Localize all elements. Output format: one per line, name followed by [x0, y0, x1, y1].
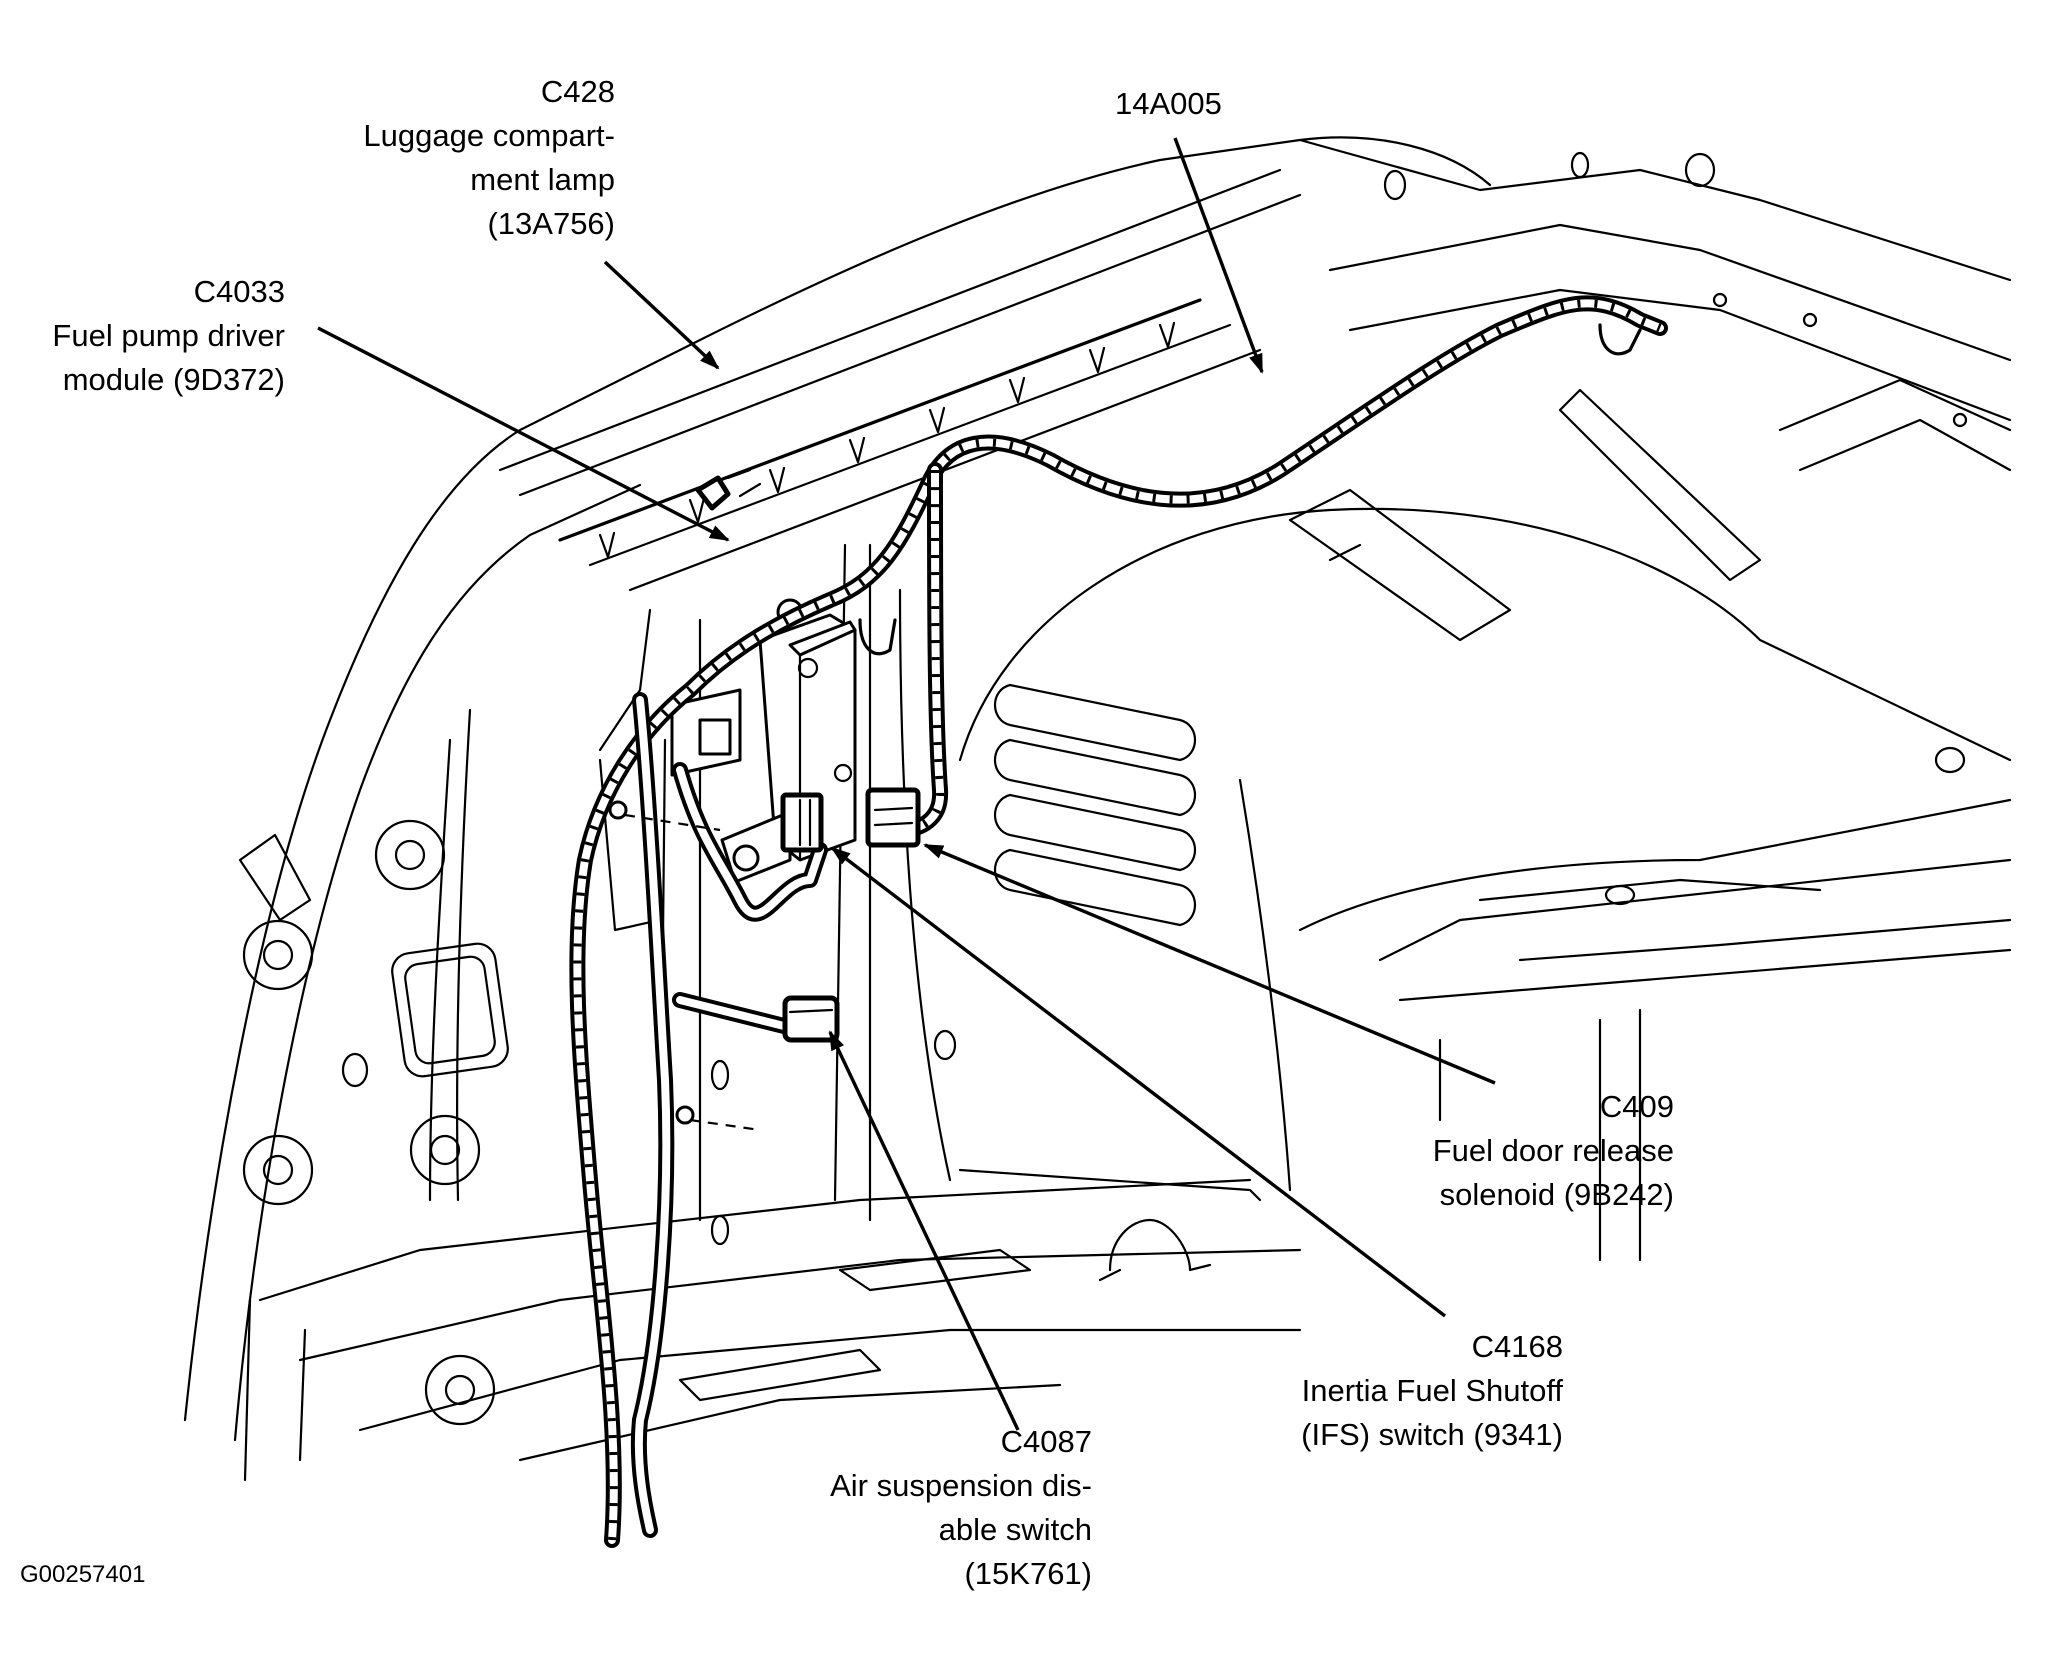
callout-c428: C428 Luggage compart- ment lamp (13A756): [363, 70, 615, 246]
component-part-number: (15K761): [964, 1556, 1092, 1591]
lower-sill-line-3: [358, 1328, 1302, 1432]
callout-c409: C409 Fuel door release solenoid (9B242): [1433, 1085, 1674, 1217]
leader-arrow-c4087: [828, 1030, 1020, 1431]
leader-arrow-c409: [923, 843, 1496, 1085]
package-shelf-line-2: [518, 193, 1302, 497]
component-description: module (9D372): [62, 362, 285, 397]
callout-c4033: C4033 Fuel pump driver module (9D372): [52, 270, 285, 402]
rear-crossmember-bottom: [1348, 288, 2012, 422]
access-opening-frame: [391, 942, 509, 1078]
wiring-harness-icon: [569, 295, 1668, 1548]
body-hole: [1604, 884, 1636, 906]
leader-arrow-c428: [603, 260, 720, 370]
connector-id: C4033: [193, 274, 285, 309]
shelf-clips: [598, 321, 1176, 559]
wheelhouse-louvres: [994, 683, 1196, 927]
component-description: Fuel door release: [1432, 1133, 1674, 1168]
bumper-bracket: [1098, 1218, 1212, 1282]
c428-connector-icon: [695, 468, 762, 511]
wheelhouse-outline: [898, 588, 1292, 1202]
package-shelf-edge: [558, 298, 1202, 542]
body-hole: [1684, 152, 1716, 188]
callout-c4087: C4087 Air suspension dis- able switch (1…: [830, 1420, 1092, 1596]
lower-sill-line-1: [258, 1178, 1252, 1302]
leader-arrow-c4033: [317, 326, 730, 542]
floor-vent-slot: [1288, 488, 1512, 642]
harness-clip: [858, 618, 897, 656]
harness-id: 14A005: [1115, 86, 1222, 121]
package-shelf-line-1: [498, 168, 1282, 472]
connector-id: C428: [540, 74, 615, 109]
body-hole: [1934, 746, 1966, 774]
left-wall-grommets: [242, 819, 957, 1426]
body-hole: [1712, 292, 1728, 308]
body-hole: [1952, 412, 1968, 428]
quarter-panel-left-wall: [428, 708, 472, 1202]
component-description: Air suspension dis-: [830, 1468, 1092, 1503]
body-hole: [1570, 151, 1590, 179]
harness-end-clip: [1598, 323, 1642, 356]
component-description: solenoid (9B242): [1439, 1177, 1674, 1212]
leader-arrow-c4168: [830, 846, 1447, 1318]
component-description: Fuel pump driver: [52, 318, 285, 353]
connector-id: C4168: [1471, 1329, 1563, 1364]
trunk-floor-front-edge: [1298, 798, 2012, 932]
leader-arrow-14a005: [1173, 137, 1264, 374]
component-part-number: (13A756): [487, 206, 615, 241]
vehicle-body-structure: [183, 136, 2012, 1482]
quarter-panel-outline: [183, 136, 1492, 1422]
c409-connector-icon: [865, 787, 921, 848]
rear-window-frame: [1298, 138, 2012, 282]
c4033-connector-icon: [670, 688, 742, 777]
trunk-floor-step: [1378, 858, 2012, 1262]
trunk-floor-panel: [1478, 878, 2012, 962]
component-description: able switch: [938, 1512, 1092, 1547]
c4168-connector-icon: [780, 792, 824, 853]
body-hole: [1383, 169, 1407, 201]
c4087-connector-icon: [782, 995, 840, 1043]
spare-tire-well-outline: [958, 507, 2012, 762]
right-slot-rail: [1558, 388, 1762, 582]
lower-floor-step: [678, 1248, 1032, 1402]
component-description: Luggage compart-: [363, 118, 615, 153]
body-hole: [1802, 312, 1818, 328]
connector-id: C4087: [1000, 1424, 1092, 1459]
left-tab: [238, 833, 312, 922]
quarter-panel-inner-contour: [233, 483, 642, 1442]
component-description: ment lamp: [470, 162, 615, 197]
component-description: (IFS) switch (9341): [1301, 1417, 1563, 1452]
connector-id: C409: [1599, 1089, 1674, 1124]
rear-crossmember-top: [1328, 223, 2012, 362]
lower-sill-line-2: [298, 1248, 1302, 1362]
component-description: Inertia Fuel Shutoff: [1301, 1373, 1563, 1408]
access-opening: [404, 955, 496, 1065]
callout-c4168: C4168 Inertia Fuel Shutoff (IFS) switch …: [1301, 1325, 1563, 1457]
left-bottom-corner: [243, 1298, 307, 1482]
callout-14a005: 14A005: [1115, 82, 1222, 126]
figure-id: G00257401: [20, 1561, 146, 1588]
fastener-indicators: [608, 800, 761, 1132]
right-bracket: [1778, 378, 2012, 472]
